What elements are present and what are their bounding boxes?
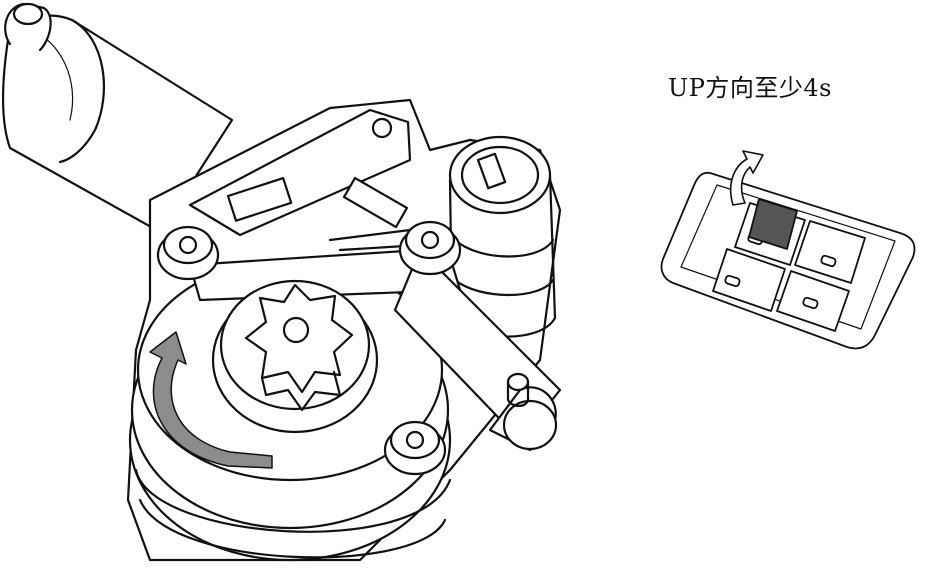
- motor-housing: [1, 2, 234, 234]
- pin-stub: [506, 372, 530, 408]
- caption: UP方向至少4s: [668, 74, 832, 102]
- mounting-boss-top: [398, 220, 462, 276]
- pressed-switch: [748, 198, 798, 250]
- window-switch-illustration: [660, 150, 916, 350]
- up-direction-arrow-icon: [729, 150, 764, 206]
- mounting-boss-bottom: [383, 420, 447, 476]
- rotation-arrow-icon: [149, 331, 273, 469]
- spline-gear-hub: [211, 279, 379, 434]
- switch-buttons: [712, 202, 866, 332]
- bracket-arms: [188, 176, 562, 452]
- motor-assembly-illustration: [1, 2, 562, 562]
- mounting-boss-left: [156, 225, 220, 281]
